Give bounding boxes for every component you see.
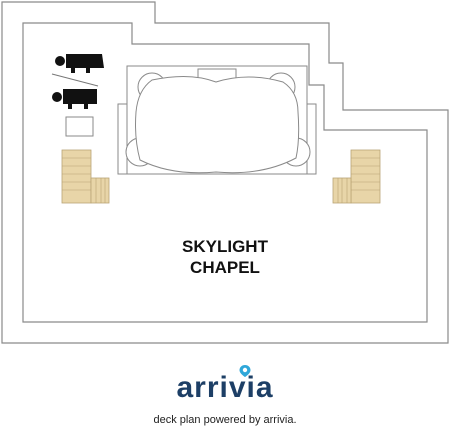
venue-label-line2: CHAPEL: [190, 258, 260, 277]
venue-label-line1: SKYLIGHT: [182, 237, 268, 256]
skylight-structure: [117, 65, 317, 175]
location-pin-icon: [239, 365, 251, 377]
stairs-icon[interactable]: [61, 149, 110, 204]
brand-logo-text: arrivia: [176, 371, 274, 404]
brand-tagline: deck plan powered by arrivia.: [153, 414, 297, 426]
venue-label[interactable]: SKYLIGHT CHAPEL: [150, 236, 300, 278]
brand-logo[interactable]: arrivia: [0, 365, 450, 406]
restroom-women-icon[interactable]: [55, 54, 104, 73]
deck-plan: [1, 1, 449, 344]
stairs-icon-right[interactable]: [332, 149, 381, 204]
elevator-icon[interactable]: [65, 116, 94, 137]
restroom-divider: [51, 73, 99, 87]
restroom-men-icon[interactable]: [52, 89, 97, 109]
